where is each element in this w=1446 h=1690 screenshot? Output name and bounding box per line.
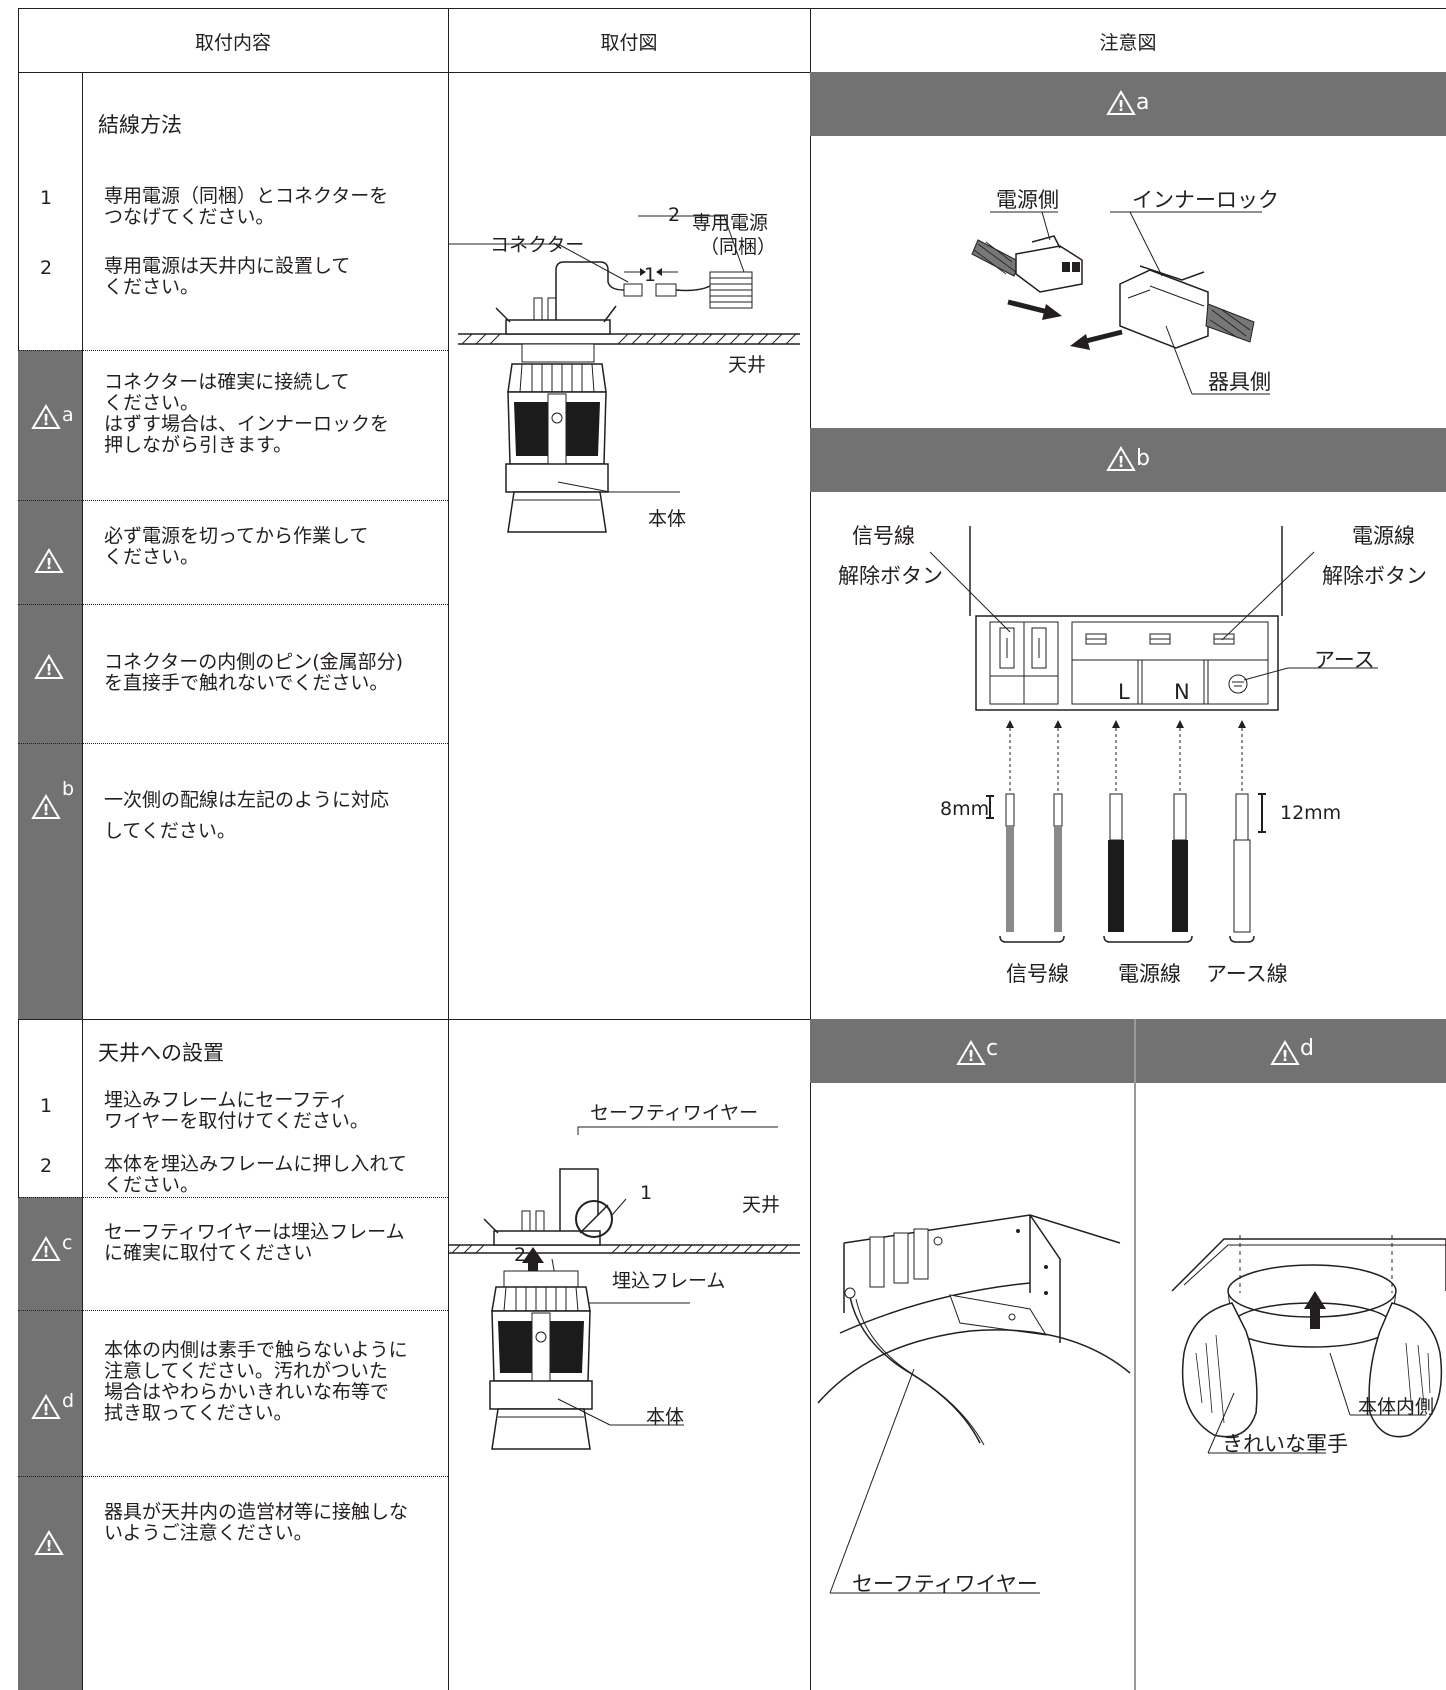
wiring-installation-figure (448, 215, 800, 533)
sec2-caution-c-text: セーフティワイヤーは埋込フレームに確実に取付てください (104, 1221, 405, 1264)
sec2-caution-3-text: 器具が天井内の造営材等に接触しないようご注意ください。 (104, 1501, 409, 1544)
caution-d-mark: d (1300, 1036, 1314, 1061)
label-8mm: 8mm (940, 798, 990, 820)
sec2-title: 天井への設置 (98, 1041, 224, 1065)
label-n1: 1 (644, 264, 657, 286)
svg-text:!: ! (43, 1401, 50, 1419)
caution-a-mark: a (1136, 90, 1150, 115)
ceiling-installation-figure (448, 1126, 800, 1450)
sec2-step1-num: 1 (40, 1095, 53, 1117)
label-signal-wire: 信号線 (852, 524, 915, 548)
warning-icon: ! (31, 794, 61, 820)
svg-text:!: ! (43, 411, 50, 429)
label-connector: コネクター (490, 234, 585, 256)
svg-text:!: ! (43, 801, 50, 819)
label-N: N (1174, 680, 1190, 704)
caution-mark: b (62, 778, 75, 800)
sec2-step1-text: 埋込みフレームにセーフティワイヤーを取付けてください。 (104, 1089, 369, 1132)
sec2-step2-text: 本体を埋込みフレームに押し入れてください。 (104, 1153, 407, 1196)
label-earth: アース (1314, 648, 1375, 672)
label-L: L (1118, 680, 1130, 704)
label-ceiling: 天井 (742, 1194, 781, 1216)
sec1-step2-text: 専用電源は天井内に設置してください。 (104, 255, 351, 298)
warning-icon: ! (34, 1530, 64, 1556)
label-bundled: （同梱） (700, 236, 777, 258)
warning-icon: ! (1106, 90, 1136, 116)
warning-icon: ! (956, 1040, 986, 1066)
caution-mark: c (62, 1232, 73, 1254)
label-n2: 2 (668, 204, 681, 226)
caution-mark: a (62, 404, 74, 426)
sec2-caution-d-text: 本体の内側は素手で触らないように注意してください。汚れがついた場合はやわらかいき… (104, 1339, 408, 1424)
label-frame: 埋込フレーム (612, 1270, 726, 1292)
label-safety-wire: セーフティワイヤー (590, 1102, 759, 1124)
svg-text:!: ! (43, 1243, 50, 1261)
label-power-side: 電源側 (996, 188, 1059, 212)
label-release-left: 解除ボタン (838, 564, 943, 588)
warning-icon: ! (1270, 1040, 1300, 1066)
warning-icon: ! (31, 404, 61, 430)
sec1-caution-2-text: 必ず電源を切ってから作業してください。 (104, 525, 369, 568)
svg-text:!: ! (1282, 1047, 1289, 1065)
label-body: 本体 (646, 1406, 685, 1428)
caution-b-mark: b (1136, 446, 1150, 471)
label-bottom-power: 電源線 (1118, 962, 1181, 986)
label-n1: 1 (640, 1182, 653, 1204)
label-inner-lock: インナーロック (1132, 188, 1279, 212)
svg-text:!: ! (1118, 453, 1125, 471)
safety-wire-figure (817, 1214, 1131, 1594)
label-gloves: きれいな軍手 (1222, 1432, 1348, 1456)
warning-icon: ! (31, 1236, 61, 1262)
header-col-content: 取付内容 (194, 32, 271, 54)
label-release-right: 解除ボタン (1322, 564, 1427, 588)
sec1-caution-a-text: コネクターは確実に接続してください。はずす場合は、インナーロックを押しながら引き… (104, 371, 390, 456)
warning-icon: ! (34, 548, 64, 574)
label-bottom-signal: 信号線 (1006, 962, 1069, 986)
label-safety-wire-c: セーフティワイヤー (852, 1572, 1038, 1596)
sec1-title: 結線方法 (98, 113, 182, 137)
label-n2: 2 (514, 1244, 527, 1266)
warning-icon: ! (1106, 446, 1136, 472)
sec1-step2-num: 2 (40, 257, 53, 279)
caution-c-mark: c (986, 1036, 999, 1061)
sec1-step1-num: 1 (40, 187, 53, 209)
caution-column-2 (18, 1197, 82, 1690)
caution-mark: d (62, 1390, 75, 1412)
svg-text:!: ! (46, 555, 53, 573)
caution-c-band (810, 1019, 1134, 1083)
sec1-caution-b-text: 一次側の配線は左記のように対応してください。 (104, 789, 390, 842)
terminal-block-figure (929, 526, 1378, 943)
svg-text:!: ! (1118, 97, 1125, 115)
connector-lock-figure (971, 211, 1270, 395)
label-power-wire: 電源線 (1352, 524, 1415, 548)
label-ceiling: 天井 (728, 354, 767, 376)
label-bottom-earth: アース線 (1206, 962, 1288, 986)
svg-text:!: ! (46, 661, 53, 679)
sec1-step1-text: 専用電源（同梱）とコネクターをつなげてください。 (104, 185, 389, 228)
label-fixture-side: 器具側 (1208, 370, 1271, 394)
label-body: 本体 (648, 508, 687, 530)
label-12mm: 12mm (1280, 802, 1342, 824)
svg-text:!: ! (46, 1537, 53, 1555)
warning-icon: ! (34, 654, 64, 680)
sec1-caution-3-text: コネクターの内側のピン(金属部分)を直接手で触れないでください。 (104, 651, 404, 694)
header-col-figure: 取付図 (600, 32, 658, 54)
label-inner-body: 本体内側 (1358, 1396, 1435, 1418)
warning-icon: ! (31, 1394, 61, 1420)
header-col-caution: 注意図 (1099, 32, 1157, 54)
sec2-step2-num: 2 (40, 1155, 53, 1177)
body-inside-figure (1171, 1235, 1446, 1454)
caution-column-1 (18, 350, 82, 1019)
svg-text:!: ! (968, 1047, 975, 1065)
label-power-supply: 専用電源 (692, 212, 769, 234)
